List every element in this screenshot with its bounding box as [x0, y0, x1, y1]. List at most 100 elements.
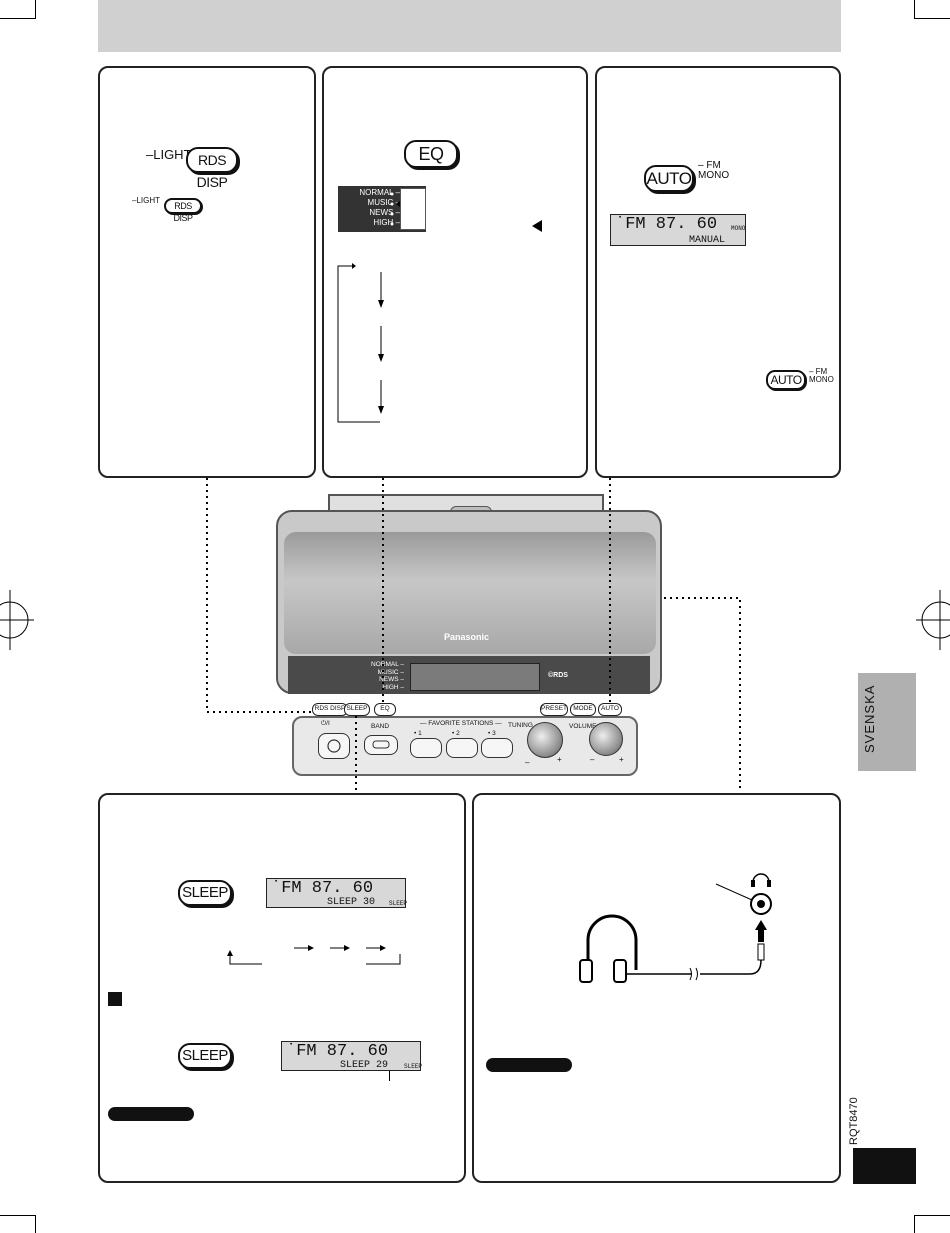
crop-mark [0, 18, 36, 19]
sleep-cycle-flow-diagram [227, 945, 401, 965]
panel-auto-fm-mono [595, 66, 841, 478]
device-rds-disp-button[interactable]: RDS DISP [312, 703, 348, 716]
device-preset-button[interactable]: PRESET [540, 703, 568, 716]
power-label: ⏻/I [321, 720, 330, 727]
sleep-30-timer: SLEEP 30 [327, 897, 376, 908]
sleep-29-indicator: SLEEP [404, 1063, 423, 1070]
tuner-display-manual: ˙FM 87. 60 MANUAL MONO [610, 214, 746, 246]
eq-mode-news: NEWS – [369, 208, 400, 217]
mono-indicator: MONO [731, 225, 746, 232]
tuning-plus: + [557, 755, 562, 764]
device-top-cover [328, 494, 604, 512]
power-icon [327, 739, 341, 753]
band-label: BAND [371, 723, 390, 730]
document-code: RQT8470 [848, 1097, 860, 1145]
language-label: SVENSKA [862, 684, 877, 753]
device-eq-button[interactable]: EQ [374, 703, 396, 716]
sleep-button-remaining[interactable]: SLEEP [178, 1043, 232, 1069]
device-eq-normal: NORMAL – [371, 661, 404, 668]
eq-mode-high: HIGH – [373, 218, 400, 227]
tuner-frequency: ˙FM 87. 60 [615, 215, 718, 234]
sleep-30-frequency: ˙FM 87. 60 [271, 879, 374, 898]
volume-plus: + [619, 755, 624, 764]
band-button[interactable] [364, 735, 398, 755]
headphones-connection-diagram [579, 873, 772, 983]
language-tab: SVENSKA [858, 673, 916, 771]
panel-headphones [472, 793, 841, 1183]
registration-mark-left [0, 590, 34, 650]
crop-mark [914, 1215, 950, 1216]
fm-label-small: – FM [809, 367, 828, 376]
header-band [98, 0, 841, 52]
crop-mark [35, 0, 36, 18]
eq-mode-normal: NORMAL – [359, 188, 400, 197]
volume-minus: – [590, 755, 595, 764]
crop-mark [35, 1216, 36, 1233]
tuning-minus: – [525, 758, 530, 767]
crop-mark [0, 1215, 36, 1216]
mono-label-small: MONO [809, 375, 834, 384]
device-eq-high: HIGH – [382, 683, 404, 691]
eq-button[interactable]: EQ [404, 140, 458, 168]
note-label-badge [108, 1107, 194, 1121]
headphone-jack-icon [751, 873, 771, 887]
panel-sleep [98, 793, 466, 1183]
mono-label: MONO [698, 170, 730, 181]
favorite-1-button[interactable] [410, 738, 442, 758]
manual-indicator: MANUAL [689, 235, 726, 246]
sleep-button[interactable]: SLEEP [178, 880, 232, 906]
fm-label: – FM [698, 160, 721, 171]
eq-cycle-flow-diagram [337, 263, 384, 423]
device-auto-button[interactable]: AUTO [598, 703, 622, 716]
panel-rds-display [98, 66, 316, 478]
device-sleep-button[interactable]: SLEEP [344, 703, 370, 716]
band-icon [372, 740, 390, 749]
registration-mark-right [916, 590, 950, 650]
device-eq-music: MUSIC – [377, 668, 404, 676]
tuning-label: TUNING [508, 722, 533, 729]
auto-button[interactable]: AUTO [644, 165, 694, 192]
light-prefix: –LIGHT [146, 147, 192, 162]
eq-mode-music: MUSIC – [367, 198, 400, 207]
triangle-left-icon [532, 220, 542, 232]
headphones-icon [579, 914, 638, 983]
volume-label: VOLUME [569, 723, 597, 730]
brand-logo: Panasonic [444, 632, 490, 642]
callout-lines [206, 478, 741, 792]
crop-mark [914, 1216, 915, 1233]
device-display-window [410, 663, 540, 691]
fav-2-label: • 2 [452, 730, 460, 737]
sleep-30-indicator: SLEEP [389, 900, 408, 907]
favorite-2-button[interactable] [446, 738, 478, 758]
crop-mark [914, 18, 950, 19]
sleep-29-frequency: ˙FM 87. 60 [286, 1042, 389, 1061]
device-speaker-grille [284, 532, 656, 654]
device-mode-button[interactable]: MODE [570, 703, 596, 716]
power-button[interactable] [318, 733, 350, 759]
auto-button-small[interactable]: AUTO [766, 370, 806, 390]
favorite-stations-label: — FAVORITE STATIONS — [420, 720, 502, 727]
favorite-3-button[interactable] [481, 738, 513, 758]
note-label-badge-headphones [486, 1058, 572, 1072]
tuning-knob[interactable] [527, 722, 563, 758]
fav-3-label: • 3 [488, 730, 496, 737]
sleep-29-timer: SLEEP 29 [340, 1060, 389, 1071]
rds-logo: ©RDS [548, 672, 568, 679]
device-eq-news: NEWS – [379, 676, 404, 683]
sleep-display-30: ˙FM 87. 60 SLEEP 30 SLEEP [266, 878, 408, 908]
crop-mark [914, 0, 915, 18]
fm-mono-label: – FM MONO [698, 161, 729, 181]
fav-1-label: • 1 [414, 730, 422, 737]
volume-knob[interactable] [589, 722, 623, 756]
eq-indicator-window [400, 188, 426, 230]
panel-eq [322, 66, 588, 478]
light-prefix-small: –LIGHT [132, 196, 161, 205]
sleep-display-29: ˙FM 87. 60 SLEEP 29 SLEEP [281, 1041, 423, 1071]
device-eq-labels: NORMAL – MUSIC – NEWS – HIGH – [360, 661, 404, 691]
eq-mode-scale: NORMAL – MUSIC – NEWS – HIGH – [338, 186, 426, 232]
rds-disp-button-small[interactable]: RDS DISP [164, 198, 202, 223]
page-number-box [853, 1148, 916, 1184]
rds-disp-button[interactable]: RDS DISP [186, 147, 238, 190]
square-bullet [108, 992, 122, 1006]
pointer-line [389, 1071, 390, 1081]
